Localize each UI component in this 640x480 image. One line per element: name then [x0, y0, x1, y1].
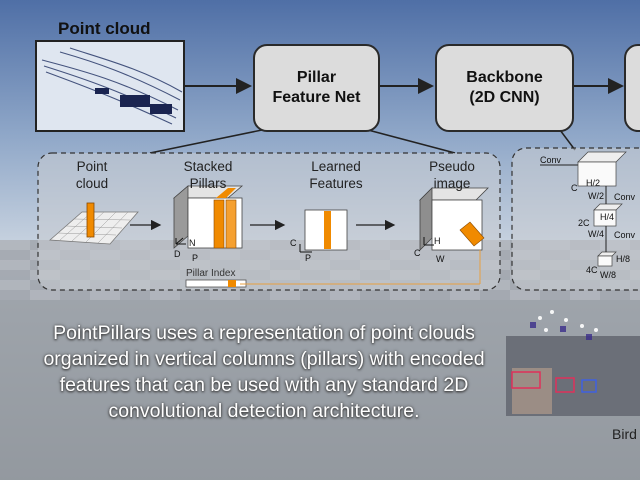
backbone-w8-label: W/8 — [600, 270, 617, 280]
stage-label-pseudo-image: Pseudo image — [416, 158, 488, 192]
axis-d-label: D — [174, 249, 181, 259]
stage-stacked-line2: Pillars — [189, 176, 227, 191]
axis-n-label: N — [189, 238, 196, 248]
stage-pseudo-line1: Pseudo — [429, 159, 475, 174]
axis-p-label-stacked: P — [192, 253, 199, 263]
backbone-w4-label: W/4 — [588, 229, 605, 239]
pillar-feature-net-line1: Pillar — [296, 69, 337, 86]
stage-label-stacked-pillars: Stacked Pillars — [172, 158, 244, 192]
pillar-index-label: Pillar Index — [186, 268, 236, 279]
axis-c-label-learned: C — [290, 238, 297, 248]
backbone-h2-label: H/2 — [586, 178, 601, 188]
point-cloud-title: Point cloud — [58, 19, 151, 38]
backbone-line1: Backbone — [466, 69, 543, 86]
stage-point-cloud-line1: Point — [76, 159, 108, 174]
next-stage-box[interactable] — [624, 44, 640, 132]
bird-eye-label: Bird — [612, 426, 637, 442]
backbone-conv2-label: Conv — [614, 192, 636, 202]
stage-stacked-line1: Stacked — [183, 159, 233, 174]
stage-learned-line1: Learned — [311, 159, 361, 174]
axis-p-label-learned: P — [305, 253, 312, 263]
backbone-4c-label: 4C — [586, 265, 598, 275]
description-caption: PointPillars uses a representation of po… — [43, 322, 485, 422]
stage-label-learned-features: Learned Features — [298, 158, 374, 192]
backbone-2c-label: 2C — [578, 218, 590, 228]
stage-learned-line2: Features — [309, 176, 363, 191]
axis-c-label-pseudo: C — [414, 248, 421, 258]
axis-w-label-pseudo: W — [436, 254, 445, 264]
backbone-box[interactable]: Backbone (2D CNN) — [435, 44, 574, 132]
pillar-feature-net-box[interactable]: Pillar Feature Net — [253, 44, 380, 132]
backbone-c-label: C — [571, 183, 578, 193]
pillar-feature-net-line2: Feature Net — [272, 89, 361, 106]
stage-point-cloud-line2: cloud — [75, 176, 109, 191]
stage-pseudo-line2: image — [433, 176, 471, 191]
backbone-line2: (2D CNN) — [469, 89, 540, 106]
axis-h-label-pseudo: H — [434, 236, 441, 246]
stage-label-point-cloud: Point cloud — [62, 158, 122, 192]
backbone-conv1-label: Conv — [540, 155, 562, 165]
backbone-h8-label: H/8 — [616, 254, 631, 264]
backbone-h4-label: H/4 — [600, 212, 615, 222]
backbone-conv3-label: Conv — [614, 230, 636, 240]
backbone-w2-label: W/2 — [588, 191, 605, 201]
